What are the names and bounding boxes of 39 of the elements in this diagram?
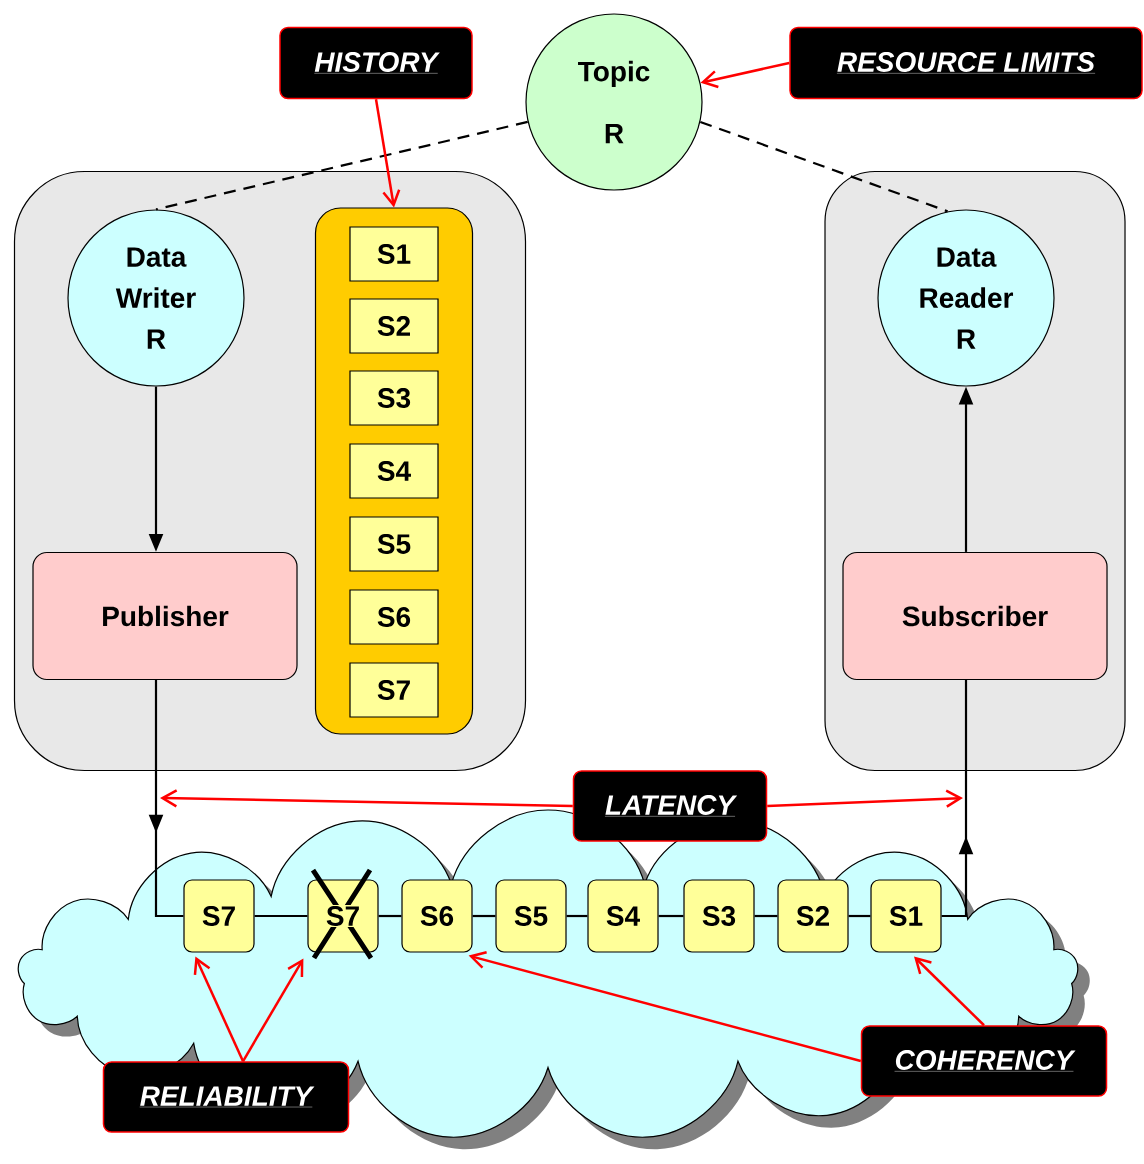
- sample-box: S1: [870, 879, 942, 953]
- sample-box: S3: [349, 370, 439, 426]
- leader-arrow: [700, 61, 790, 89]
- sample-box: S2: [349, 298, 439, 354]
- sample-box: S5: [349, 516, 439, 572]
- leader-arrow: [914, 956, 985, 1027]
- process-box: Subscriber: [842, 551, 1108, 681]
- sample-box: S4: [349, 443, 439, 499]
- connector-line: [378, 914, 402, 918]
- sample-box: S6: [401, 879, 473, 953]
- connector-line: [699, 120, 948, 213]
- leader-arrow: [374, 99, 401, 208]
- connector-line: [254, 914, 308, 918]
- process-box: Publisher: [32, 551, 298, 681]
- connector-line: [848, 914, 871, 918]
- connector-line: [658, 914, 684, 918]
- sample-box: S7: [183, 879, 255, 953]
- sample-box: S4: [587, 879, 659, 953]
- label-box: COHERENCY: [860, 1025, 1108, 1097]
- connector-line: [472, 914, 496, 918]
- connector-line: [754, 914, 778, 918]
- connector-line: [566, 914, 588, 918]
- leader-arrow: [193, 956, 245, 1062]
- leader-arrow: [767, 789, 963, 808]
- leader-arrow: [468, 950, 862, 1063]
- sample-box: S7: [349, 662, 439, 718]
- sample-box: S2: [777, 879, 849, 953]
- leader-arrow: [160, 789, 573, 808]
- label-box: LATENCY: [572, 770, 768, 842]
- sample-box: S1: [349, 226, 439, 282]
- label-box: HISTORY: [279, 26, 473, 100]
- sample-box: S7: [307, 867, 379, 961]
- label-box: RESOURCE LIMITS: [789, 26, 1143, 100]
- connector-line: [155, 120, 528, 211]
- sample-box: S5: [495, 879, 567, 953]
- leader-arrow: [241, 958, 304, 1062]
- sample-box: S3: [683, 879, 755, 953]
- sample-box: S6: [349, 589, 439, 645]
- label-box: RELIABILITY: [102, 1061, 350, 1133]
